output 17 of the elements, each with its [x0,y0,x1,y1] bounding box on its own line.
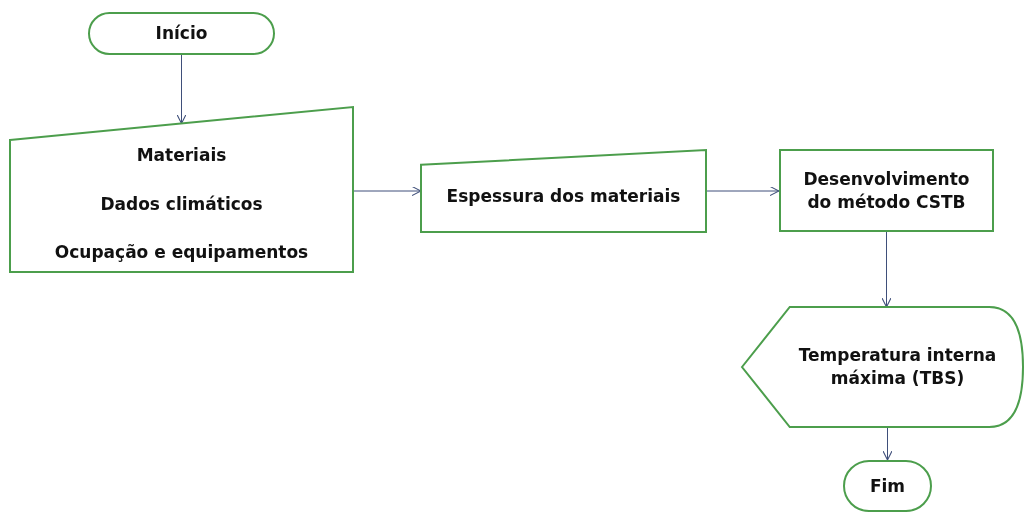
node-label: Temperatura interna máxima (TBS) [797,344,998,390]
node-label: Desenvolvimento do método CSTB [802,167,971,214]
display-shape [742,307,1023,427]
node-label: Espessura dos materiais [446,185,681,208]
arrow [881,231,892,308]
node-label: Ocupação e equipamentos [54,241,309,265]
manual-input-shape [10,107,353,272]
arrow [882,426,893,461]
end-terminator [843,460,932,512]
node-label: Fim [869,474,906,498]
process-box [779,149,994,232]
start-terminator [88,12,275,55]
arrow [176,54,187,125]
node-label: Materiais [136,143,227,167]
manual-input-shape [421,150,706,232]
node-label: Dados climáticos [100,192,263,216]
node-label: Início [155,22,208,45]
